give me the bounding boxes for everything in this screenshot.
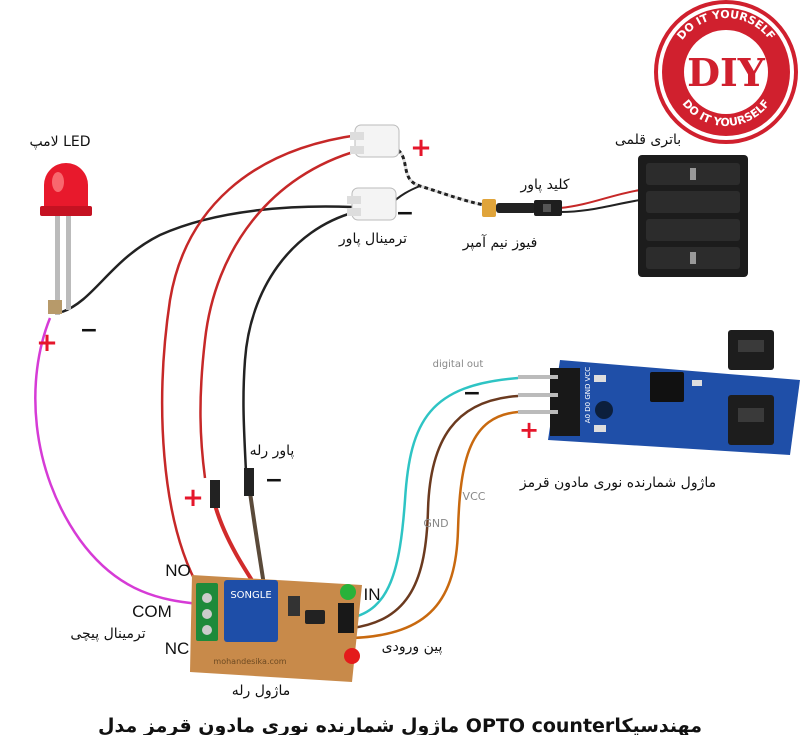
sign-plus-lamp: + [36,328,58,358]
fuse [482,199,536,217]
wire-twisted [396,148,485,207]
sensor-pin-labels: A0 D0 GND VCC [584,367,592,423]
pin-com: COM [132,602,172,621]
wire-black-relay-power [242,210,356,473]
sign-minus-relay: − [265,468,283,493]
power-switch [534,200,562,216]
diy-badge: DIY DO IT YOURSELF DO IT YOURSELF [654,0,798,144]
label-fuse: فیوز نیم آمپر [462,234,538,251]
sign-plus-relay: + [182,483,204,513]
sign-plus-sensor: + [519,416,539,444]
wire-brown [351,394,519,630]
wire-black-lamp [61,205,353,314]
relay-site: mohandesika.com [213,657,286,666]
label-power-terminal: ترمینال پاور [338,231,407,247]
wire-red-no [160,133,359,591]
sign-plus-terminal: + [410,133,432,163]
sign-minus-sensor: − [463,381,481,406]
wire-battery-black [559,199,641,213]
sign-minus-lamp: − [80,318,98,343]
led-lamp [40,163,92,315]
badge-center: DIY [687,50,766,95]
wire-orange [351,410,519,640]
battery-holder [638,155,748,277]
label-battery: باتری قلمی [615,132,681,148]
label-relay-module: ماژول رله [232,683,290,699]
pin-no: NO [165,561,191,580]
wire-label-gnd: GND [423,517,448,530]
relay-module: SONGLE mohandesika.com [190,468,362,682]
wire-battery-red [559,189,641,209]
label-power-switch: کلید پاور [519,177,569,193]
power-terminal-bottom [347,187,397,221]
label-screw-terminal: ترمینال پیچی [70,626,145,642]
wire-label-vcc: VCC [463,490,486,503]
label-input-pin: پین ورودی [382,639,443,655]
pin-in: IN [364,585,381,604]
label-relay-power: پاور رله [250,443,295,459]
label-lamp: لامپ LED [29,134,90,150]
power-terminal-top [350,124,400,158]
wire-cyan [349,376,519,620]
label-sensor-module: ماژول شمارنده نوری مادون قرمز [519,475,716,491]
wire-magenta [34,317,199,606]
sign-minus-terminal: − [396,201,414,226]
pin-nc: NC [165,639,190,658]
wire-label-digital-out: digital out [433,359,484,370]
relay-brand: SONGLE [230,590,271,601]
ir-sensor-module: A0 D0 GND VCC [518,330,800,455]
wire-red-relay-power [199,148,361,479]
caption: ماژول شمارنده نوری مادون قرمز مدل OPTO c… [98,715,702,735]
